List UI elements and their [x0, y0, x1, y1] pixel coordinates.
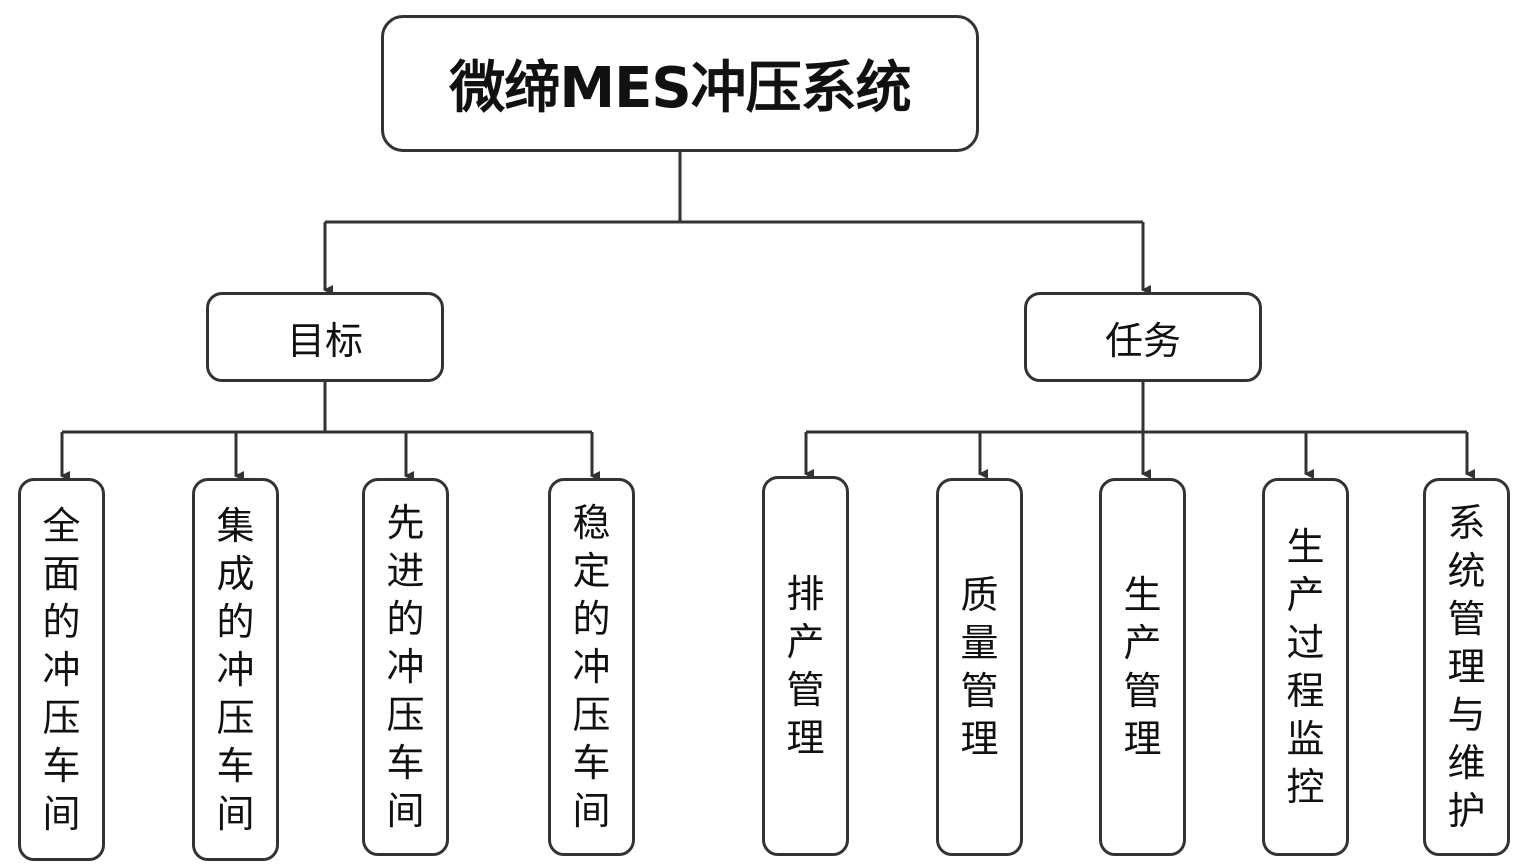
task-node-maintenance: 系统管理与维护 [1423, 478, 1510, 856]
task-node-scheduling: 排产管理 [762, 476, 849, 856]
goal-label: 集成的冲压车间 [216, 503, 255, 836]
task-label: 生产过程监控 [1286, 525, 1325, 809]
task-node-quality: 质量管理 [936, 478, 1023, 856]
tasks-label: 任务 [1104, 318, 1181, 363]
goals-node: 目标 [206, 292, 444, 382]
task-node-production: 生产管理 [1099, 478, 1186, 856]
goal-label: 全面的冲压车间 [42, 503, 81, 836]
goal-node-stable: 稳定的冲压车间 [548, 478, 635, 856]
goal-label: 稳定的冲压车间 [572, 501, 611, 833]
goal-node-advanced: 先进的冲压车间 [362, 478, 449, 856]
goal-label: 先进的冲压车间 [386, 501, 425, 833]
root-label: 微缔MES冲压系统 [449, 56, 911, 121]
root-node: 微缔MES冲压系统 [381, 15, 979, 152]
task-label: 系统管理与维护 [1447, 501, 1486, 833]
goals-label: 目标 [286, 318, 363, 363]
task-label: 质量管理 [960, 573, 999, 761]
goal-node-integrated: 集成的冲压车间 [192, 478, 279, 861]
tasks-node: 任务 [1024, 292, 1262, 382]
task-label: 生产管理 [1123, 573, 1162, 761]
task-node-monitoring: 生产过程监控 [1262, 478, 1349, 856]
task-label: 排产管理 [786, 572, 825, 760]
goal-node-comprehensive: 全面的冲压车间 [18, 478, 105, 861]
